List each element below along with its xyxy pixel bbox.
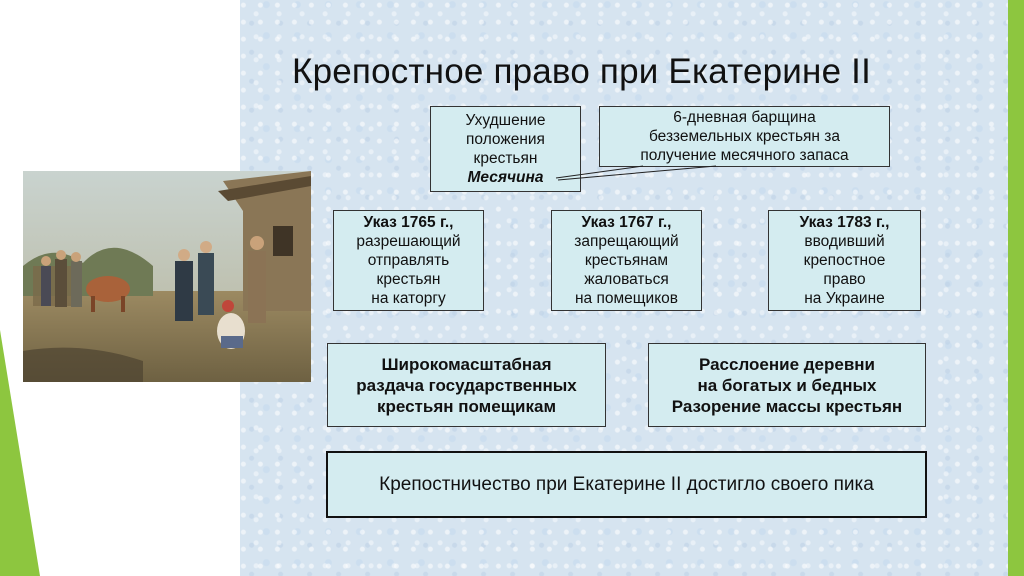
decree-line: на Украине [804, 290, 885, 307]
decree-line: право [823, 271, 866, 288]
barshchina-line3: получение месячного запаса [640, 147, 849, 164]
decree-line: на каторгу [371, 290, 446, 307]
conclusion-box: Крепостничество при Екатерине II достигл… [326, 451, 927, 518]
distribution-line2: раздача государственных [356, 375, 577, 395]
decree-line: крепостное [803, 252, 886, 269]
decree-line: на помещиков [575, 290, 678, 307]
mesyachina-term: Месячина [467, 169, 544, 186]
decree-line: крестьян [376, 271, 441, 288]
decree-line: вводивший [804, 233, 885, 250]
decree-heading: Указ 1765 г., [363, 214, 454, 231]
distribution-line3: крестьян помещикам [376, 396, 557, 416]
decree-line: разрешающий [356, 233, 461, 250]
barshchina-box: 6-дневная барщина безземельных крестьян … [599, 106, 890, 167]
decree-line: жаловаться [584, 271, 669, 288]
distribution-line1: Широкомасштабная [381, 354, 552, 374]
conclusion-text: Крепостничество при Екатерине II достигл… [379, 474, 874, 495]
decree-1783-box: Указ 1783 г., вводивший крепостное право… [768, 210, 921, 311]
decree-line: запрещающий [574, 233, 679, 250]
stratification-line1: Расслоение деревни [698, 354, 876, 374]
slide-title: Крепостное право при Екатерине II [292, 52, 872, 91]
decree-line: отправлять [367, 252, 450, 269]
stratification-line3: Разорение массы крестьян [671, 396, 903, 416]
decree-line: крестьянам [584, 252, 669, 269]
barshchina-line2: безземельных крестьян за [648, 128, 841, 145]
decree-heading: Указ 1783 г., [799, 214, 890, 231]
worsening-line1: Ухудшение [465, 112, 546, 129]
decree-1765-box: Указ 1765 г., разрешающий отправлять кре… [333, 210, 484, 311]
land-distribution-box: Широкомасштабная раздача государственных… [327, 343, 606, 427]
worsening-box: Ухудшение положения крестьян Месячина [430, 106, 581, 192]
worsening-line3: крестьян [473, 150, 538, 167]
accent-strip [1008, 0, 1024, 576]
barshchina-line1: 6-дневная барщина [673, 109, 816, 126]
village-stratification-box: Расслоение деревни на богатых и бедных Р… [648, 343, 926, 427]
painting-peasants-image [23, 171, 311, 382]
stratification-line2: на богатых и бедных [697, 375, 877, 395]
decree-heading: Указ 1767 г., [581, 214, 672, 231]
worsening-line2: положения [466, 131, 545, 148]
accent-wedge [0, 330, 40, 576]
decree-1767-box: Указ 1767 г., запрещающий крестьянам жал… [551, 210, 702, 311]
